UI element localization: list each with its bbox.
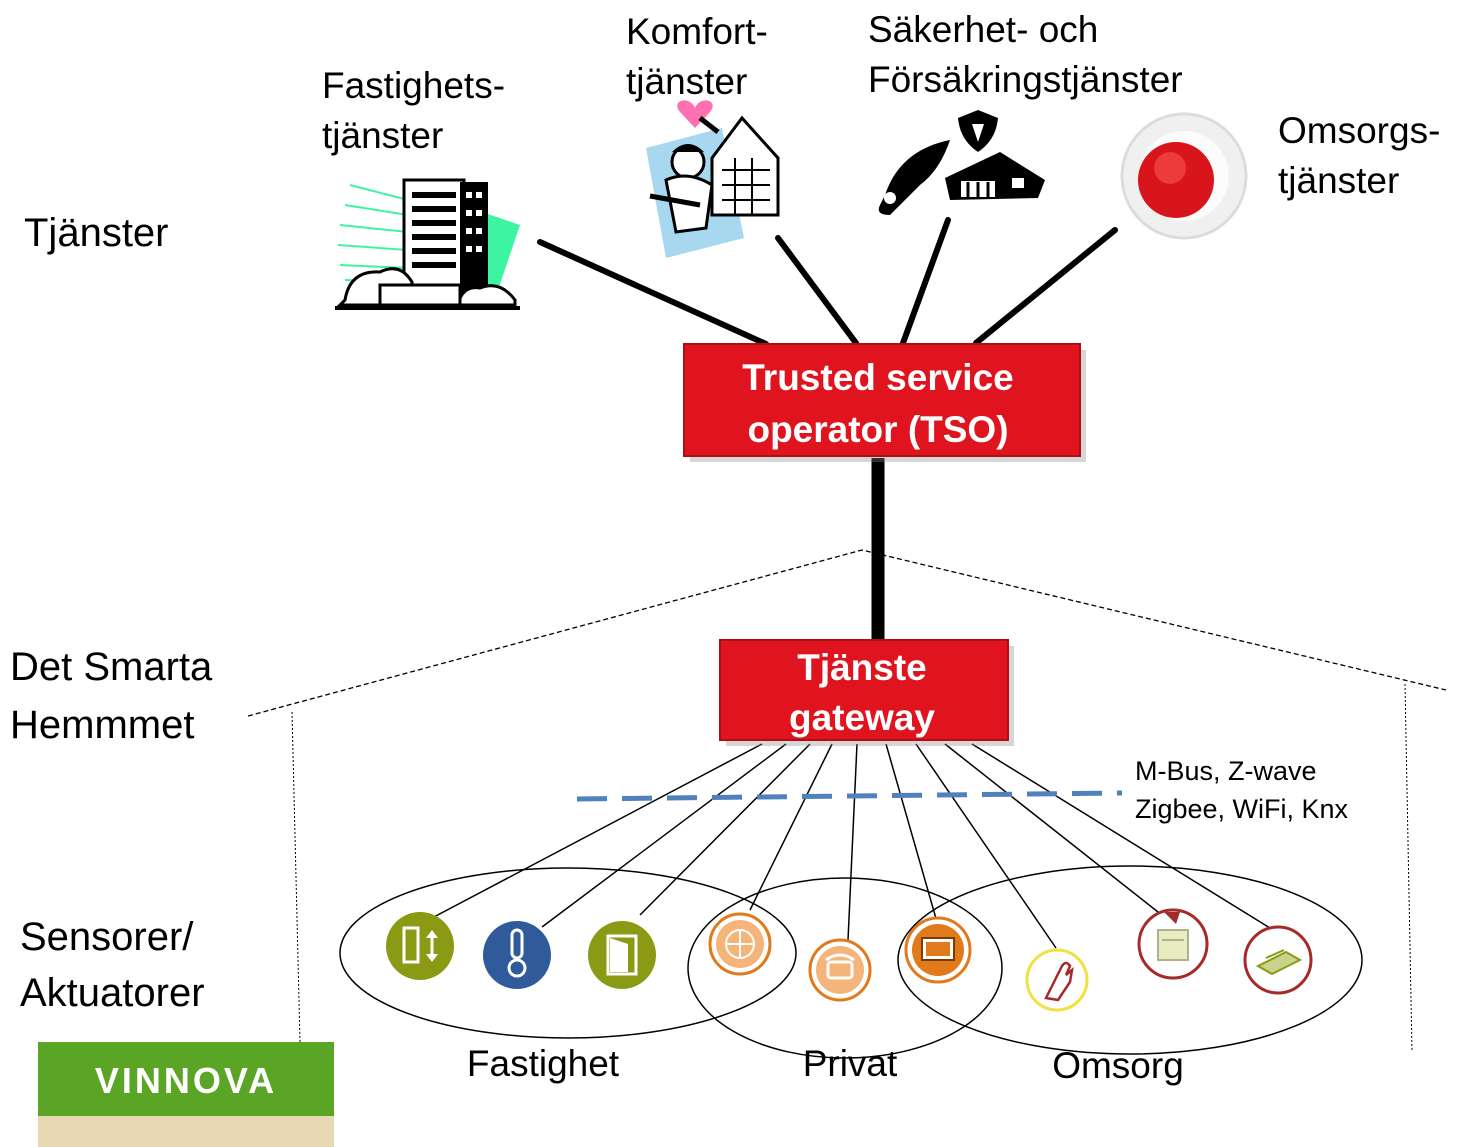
device-link [431, 743, 763, 919]
door-icon [588, 921, 656, 989]
roof-line [247, 549, 1447, 717]
vinnova-logo: VINNOVA [38, 1042, 334, 1147]
service-sakerhet-line-1: Säkerhet- och [868, 9, 1098, 50]
security-icon [878, 110, 1045, 215]
scale-icon [1243, 925, 1313, 995]
protocol-boundary-line [576, 790, 1123, 802]
group-label-privat: Privat [803, 1043, 898, 1084]
telephone-icon [808, 938, 872, 1002]
fastighet-group-ellipse [339, 867, 797, 1039]
globe-icon [708, 912, 772, 976]
service-komfort-line-1: Komfort- [626, 11, 768, 52]
link-komfort [775, 235, 859, 346]
appliance-icon [1137, 908, 1209, 980]
device-link [749, 743, 833, 911]
device-link [885, 743, 938, 923]
alarm-button-icon [1120, 112, 1248, 240]
link-omsorg [973, 227, 1118, 346]
tso-box: Trusted service operator (TSO) [683, 343, 1086, 462]
service-omsorg-line-2: tjänster [1278, 160, 1399, 201]
elevator-icon [386, 912, 454, 980]
handyman-icon [646, 100, 780, 258]
privat-group-ellipse [687, 877, 1003, 1059]
gateway-box: Tjänste gateway [719, 639, 1014, 746]
tso-line-2: operator (TSO) [747, 409, 1008, 450]
link-sakerhet [900, 217, 951, 346]
monitor-icon [904, 916, 972, 984]
omsorg-group-ellipse [897, 865, 1363, 1055]
service-sakerhet-line-2: Försäkringstjänster [868, 59, 1183, 100]
link-fastighet [537, 239, 769, 347]
group-label-omsorg: Omsorg [1052, 1045, 1184, 1086]
device-link [944, 743, 1159, 913]
hand-icon [1025, 948, 1089, 1012]
gateway-line-1: Tjänste [797, 647, 927, 688]
house-right-wall [1404, 683, 1413, 1053]
thermometer-icon [483, 921, 551, 989]
layer-label-services: Tjänster [24, 211, 169, 255]
building-icon [335, 178, 520, 310]
layer-label-sensors-2: Aktuatorer [20, 971, 205, 1015]
layer-label-home-2: Hemmmet [10, 703, 194, 747]
service-fastighet-line-1: Fastighets- [322, 65, 505, 106]
logo-text: VINNOVA [95, 1060, 277, 1101]
house-outline [247, 549, 1447, 1053]
device-link [847, 743, 858, 941]
device-links [431, 743, 1271, 949]
service-komfort-line-2: tjänster [626, 61, 747, 102]
protocol-label-1: M-Bus, Z-wave [1135, 756, 1317, 786]
device-link [639, 743, 811, 916]
layer-label-home-1: Det Smarta [10, 645, 213, 689]
gateway-line-2: gateway [789, 697, 935, 738]
tso-line-1: Trusted service [742, 357, 1013, 398]
service-links [537, 217, 1118, 347]
service-fastighet-line-2: tjänster [322, 115, 443, 156]
group-label-fastighet: Fastighet [467, 1043, 620, 1084]
protocol-label-2: Zigbee, WiFi, Knx [1135, 794, 1349, 824]
service-omsorg-line-1: Omsorgs- [1278, 110, 1440, 151]
device-link [541, 743, 787, 928]
group-ellipses [339, 865, 1363, 1059]
house-left-wall [291, 711, 301, 1043]
device-link [971, 743, 1271, 929]
layer-label-sensors-1: Sensorer/ [20, 915, 194, 959]
device-link [915, 743, 1057, 949]
